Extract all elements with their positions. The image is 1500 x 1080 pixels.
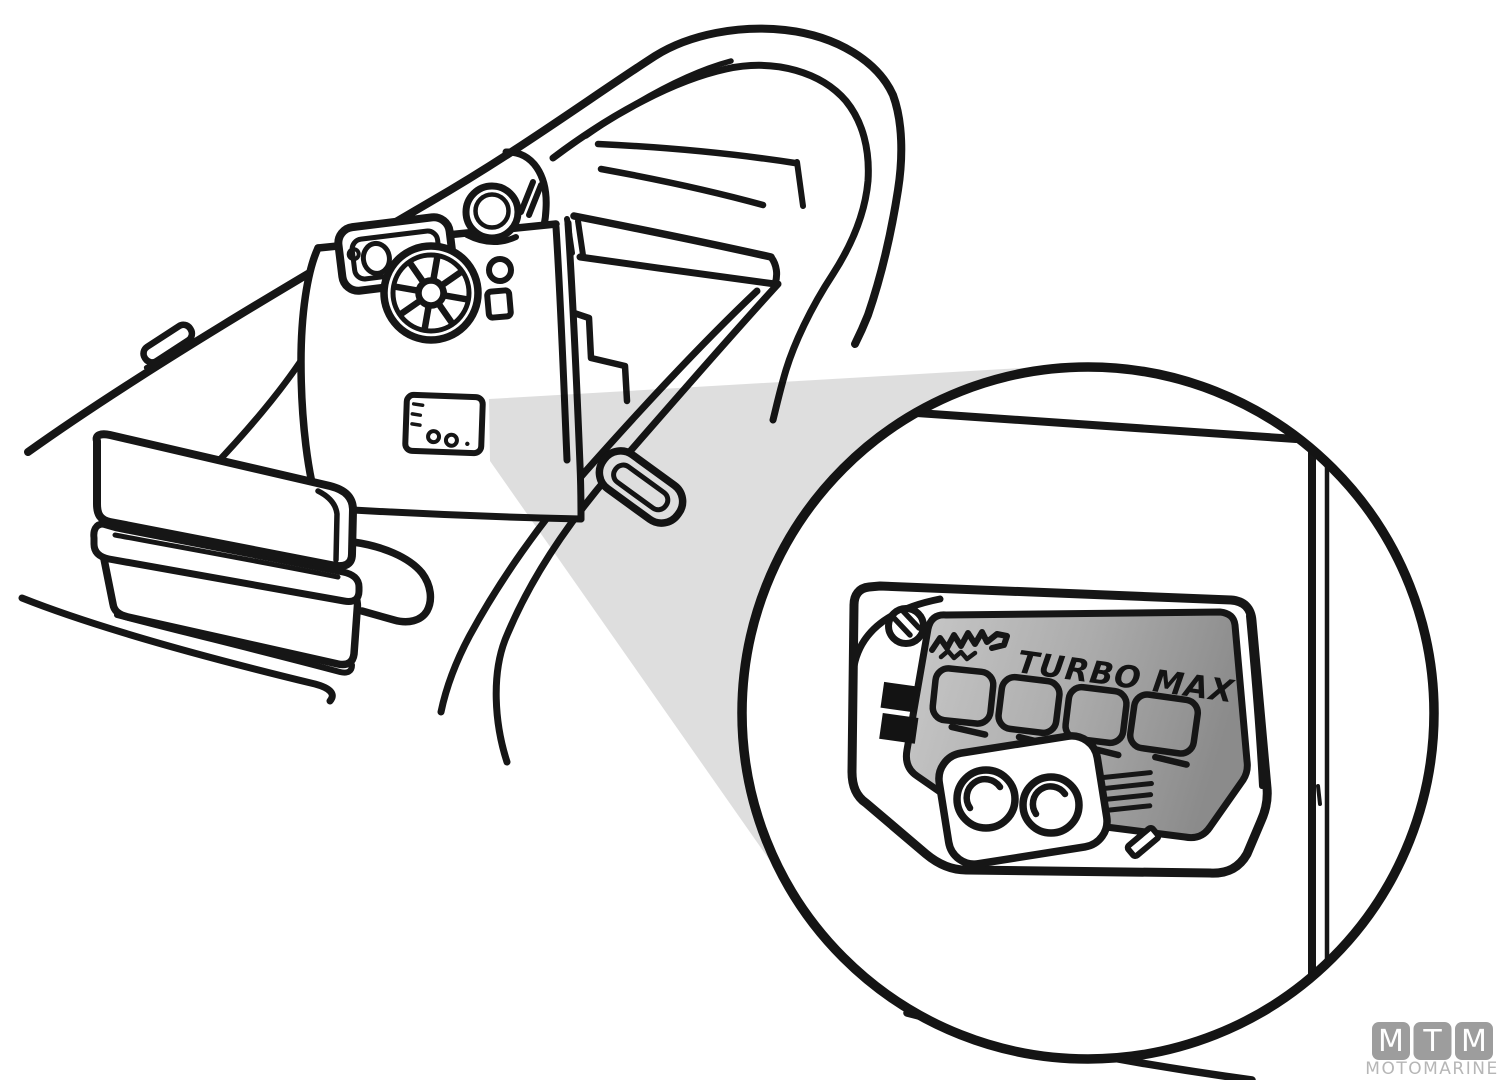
digit-cell bbox=[1126, 691, 1202, 768]
vent-lines-icon bbox=[1102, 770, 1154, 813]
logo-box bbox=[1455, 1022, 1493, 1060]
magnifier-circle: TURBO MAX bbox=[737, 362, 1439, 1064]
cleat-icon bbox=[140, 321, 196, 371]
knob-icon bbox=[953, 766, 1019, 832]
aft-deck-slab bbox=[570, 212, 781, 405]
sunpad-front-edge bbox=[597, 165, 767, 209]
console-small-panel bbox=[402, 391, 486, 457]
logo-letter: M bbox=[1378, 1024, 1404, 1059]
screw-icon bbox=[885, 605, 927, 647]
indicator-dot-icon bbox=[346, 247, 361, 262]
logo-letter: M bbox=[1461, 1024, 1487, 1059]
center-console bbox=[297, 182, 585, 523]
bench-armrest bbox=[349, 538, 435, 626]
steering-wheel-icon bbox=[380, 242, 482, 344]
logo-name: MOTOMARINE bbox=[1365, 1059, 1498, 1079]
console-top-edge-magnified bbox=[884, 407, 1300, 443]
knob-icon bbox=[1019, 773, 1083, 837]
logo-letter: T bbox=[1422, 1024, 1442, 1059]
sunpad-top-edge bbox=[594, 140, 799, 167]
logo-box bbox=[1413, 1022, 1452, 1060]
brand-logo: M T M MOTOMARINE bbox=[1365, 1022, 1498, 1079]
wheel-spokes bbox=[391, 253, 471, 333]
turbo-max-device: TURBO MAX bbox=[847, 581, 1272, 878]
brand-squiggle-icon bbox=[929, 629, 1010, 662]
switch-pod bbox=[484, 256, 514, 321]
logo-box bbox=[1372, 1022, 1410, 1060]
bench-backrest bbox=[92, 430, 357, 571]
lens-ring bbox=[737, 362, 1439, 1064]
windscreen-strokes bbox=[518, 179, 586, 258]
bench-seat bbox=[90, 430, 435, 676]
bench-base-rim bbox=[114, 612, 355, 676]
gauge-icon bbox=[360, 240, 392, 276]
lens-content: TURBO MAX bbox=[847, 407, 1330, 986]
hull-waterline bbox=[18, 594, 336, 705]
connector-bars-icon bbox=[879, 681, 920, 744]
companion-seat-step bbox=[570, 309, 631, 405]
deck-handle bbox=[595, 447, 687, 527]
compass-icon bbox=[462, 182, 522, 245]
slot-icon bbox=[1124, 824, 1162, 860]
digit-cell bbox=[929, 665, 997, 738]
